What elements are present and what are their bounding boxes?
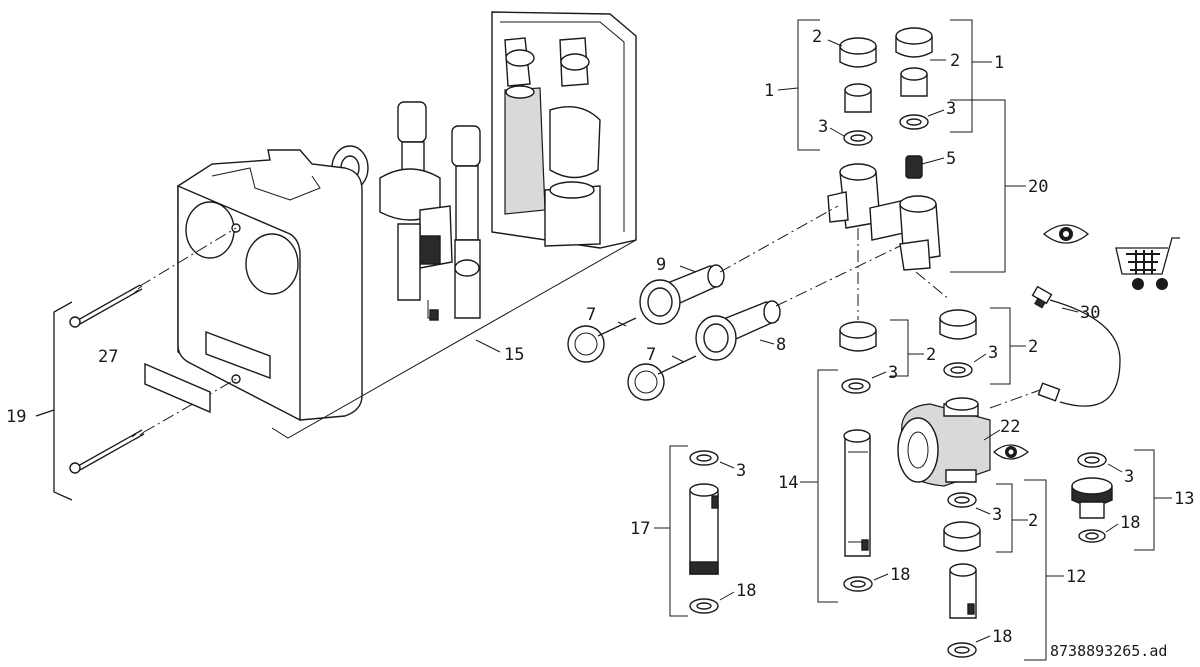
thermometer-7a	[567, 317, 637, 363]
label-14: 14	[778, 473, 798, 493]
label-17: 17	[630, 519, 650, 539]
coupling-set-right	[895, 27, 933, 130]
pipe-section-12	[949, 563, 977, 619]
pump-cable-30	[1031, 285, 1121, 407]
label-18-13: 18	[1120, 513, 1140, 533]
label-3-pipe-left: 3	[888, 363, 898, 383]
shopping-cart-icon[interactable]	[1115, 237, 1180, 290]
label-7-lower: 7	[646, 345, 656, 365]
valve-block	[827, 155, 941, 271]
label-3-pipe-right: 3	[988, 343, 998, 363]
label-3-left: 3	[818, 117, 828, 137]
image-caption: 8738893265.ad	[1050, 642, 1167, 660]
label-2-pipe-right: 2	[1028, 337, 1038, 357]
circulation-pump-22	[897, 397, 991, 487]
thermometer-sleeve-8	[695, 300, 781, 361]
pump-group-assembly	[331, 101, 481, 321]
label-20: 20	[1028, 177, 1048, 197]
label-18-right-pipe: 18	[992, 627, 1012, 647]
label-1-left: 1	[764, 81, 774, 101]
label-3-right: 3	[946, 99, 956, 119]
label-18-17: 18	[736, 581, 756, 601]
label-12: 12	[1066, 567, 1086, 587]
label-22: 22	[1000, 417, 1020, 437]
label-2-pump-lower: 2	[1028, 511, 1038, 531]
label-8: 8	[776, 335, 786, 355]
label-19: 19	[6, 407, 26, 427]
label-2-left: 2	[812, 27, 822, 47]
thermometer-sleeve-9	[639, 264, 725, 325]
insulation-back-shell	[491, 11, 637, 249]
label-3-17: 3	[736, 461, 746, 481]
label-1-right: 1	[994, 53, 1004, 73]
thermometer-7b	[627, 355, 697, 401]
coupling-set-left	[839, 37, 877, 146]
pipe-nut-right	[939, 309, 977, 340]
label-5: 5	[946, 149, 956, 169]
view-icon-lower[interactable]	[993, 444, 1030, 460]
label-3-13: 3	[1124, 467, 1134, 487]
front-insulation-cover	[177, 149, 363, 422]
label-3-pump-lower: 3	[992, 505, 1002, 525]
pipe-section-14	[843, 429, 871, 557]
label-15: 15	[504, 345, 524, 365]
label-2-right: 2	[950, 51, 960, 71]
pipe-section-17	[689, 483, 719, 575]
label-7-upper: 7	[586, 305, 596, 325]
label-plate	[144, 362, 211, 414]
label-30: 30	[1080, 303, 1100, 323]
cover-screw-top	[69, 284, 143, 328]
pipe-nut-left	[839, 321, 877, 352]
label-2-pipe-left: 2	[926, 345, 936, 365]
pipe-nut-lower	[943, 521, 981, 552]
adapter-fitting-13	[1071, 477, 1113, 519]
label-13: 13	[1174, 489, 1194, 509]
label-18-left-pipe: 18	[890, 565, 910, 585]
label-27: 27	[98, 347, 118, 367]
label-9: 9	[656, 255, 666, 275]
view-icon-upper[interactable]	[1042, 224, 1090, 244]
cover-screw-bottom	[69, 429, 145, 474]
